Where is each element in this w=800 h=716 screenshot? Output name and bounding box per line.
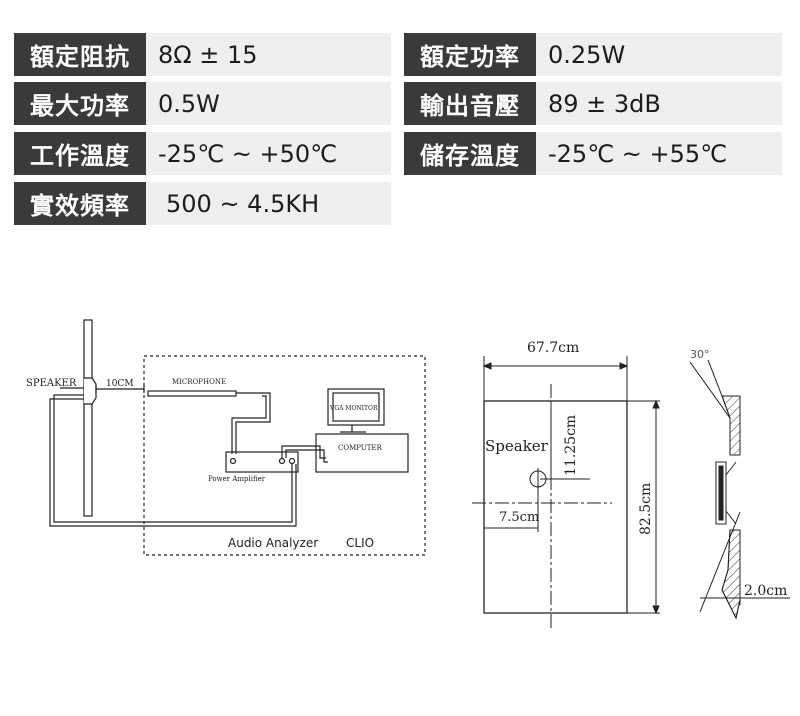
amplifier-icon xyxy=(225,451,299,473)
analyzer-model-text: CLIO xyxy=(346,536,374,550)
spec-value: 0.25W xyxy=(536,33,782,76)
spec-row-rated-power: 額定功率 0.25W xyxy=(404,33,782,76)
monitor-text: VGA MONITOR xyxy=(329,405,378,412)
section-diagram xyxy=(689,359,790,620)
distance-text: 10CM xyxy=(106,379,134,389)
spec-label: 輸出音壓 xyxy=(404,82,536,125)
spec-row-storage-temp: 儲存溫度 -25℃ ~ +55℃ xyxy=(404,132,782,175)
angle-line xyxy=(689,361,731,419)
spec-label: 實效頻率 xyxy=(14,182,146,225)
baffle-outline xyxy=(483,400,628,614)
computer-text: COMPUTER xyxy=(338,444,383,452)
setup-diagram xyxy=(49,319,426,556)
vertical-offset-text: 11.25cm xyxy=(563,415,579,476)
analyzer-box xyxy=(143,355,426,556)
spec-value: 500 ~ 4.5KH xyxy=(146,182,391,225)
angle-text: 30° xyxy=(690,348,710,361)
spec-label: 額定阻抗 xyxy=(14,33,146,76)
lower-baffle-section xyxy=(721,529,741,620)
horizontal-offset-text: 7.5cm xyxy=(499,510,539,525)
microphone-icon xyxy=(147,390,237,397)
spec-value: 89 ± 3dB xyxy=(536,82,782,125)
baffle-height-text: 82.5cm xyxy=(638,483,654,535)
amp-computer-cable xyxy=(281,445,326,459)
spec-label: 儲存溫度 xyxy=(404,132,536,175)
spec-row-frequency: 實效頻率 500 ~ 4.5KH xyxy=(14,182,391,225)
measurement-diagrams: SPEAKER 10CM MICROPHONE VGA MONITOR COMP… xyxy=(26,319,790,630)
amplifier-text: Power Amplifier xyxy=(208,475,266,483)
speaker-label-text: Speaker xyxy=(485,437,549,455)
speaker-cone-icon xyxy=(84,377,97,405)
microphone-text: MICROPHONE xyxy=(172,378,226,386)
monitor-icon xyxy=(327,388,385,426)
amp-speaker-cable xyxy=(53,394,293,523)
spec-value: -25℃ ~ +50℃ xyxy=(146,132,391,175)
speaker-board xyxy=(83,319,93,517)
baffle-diagram xyxy=(472,356,660,630)
spec-label: 最大功率 xyxy=(14,82,146,125)
spec-value: -25℃ ~ +55℃ xyxy=(536,132,782,175)
baffle-width-text: 67.7cm xyxy=(527,340,579,356)
spec-value: 8Ω ± 15 xyxy=(146,33,391,76)
mic-cable xyxy=(235,392,271,454)
computer-icon xyxy=(315,433,409,473)
spec-label: 額定功率 xyxy=(404,33,536,76)
spec-value: 0.5W xyxy=(146,82,391,125)
analyzer-text: Audio Analyzer xyxy=(228,536,318,550)
spec-label: 工作溫度 xyxy=(14,132,146,175)
speaker-text: SPEAKER xyxy=(26,378,77,389)
spec-row-impedance: 額定阻抗 8Ω ± 15 xyxy=(14,33,391,76)
thickness-text: 2.0cm xyxy=(744,583,787,599)
spec-row-operating-temp: 工作溫度 -25℃ ~ +50℃ xyxy=(14,132,391,175)
spec-row-spl: 輸出音壓 89 ± 3dB xyxy=(404,82,782,125)
spec-row-max-power: 最大功率 0.5W xyxy=(14,82,391,125)
